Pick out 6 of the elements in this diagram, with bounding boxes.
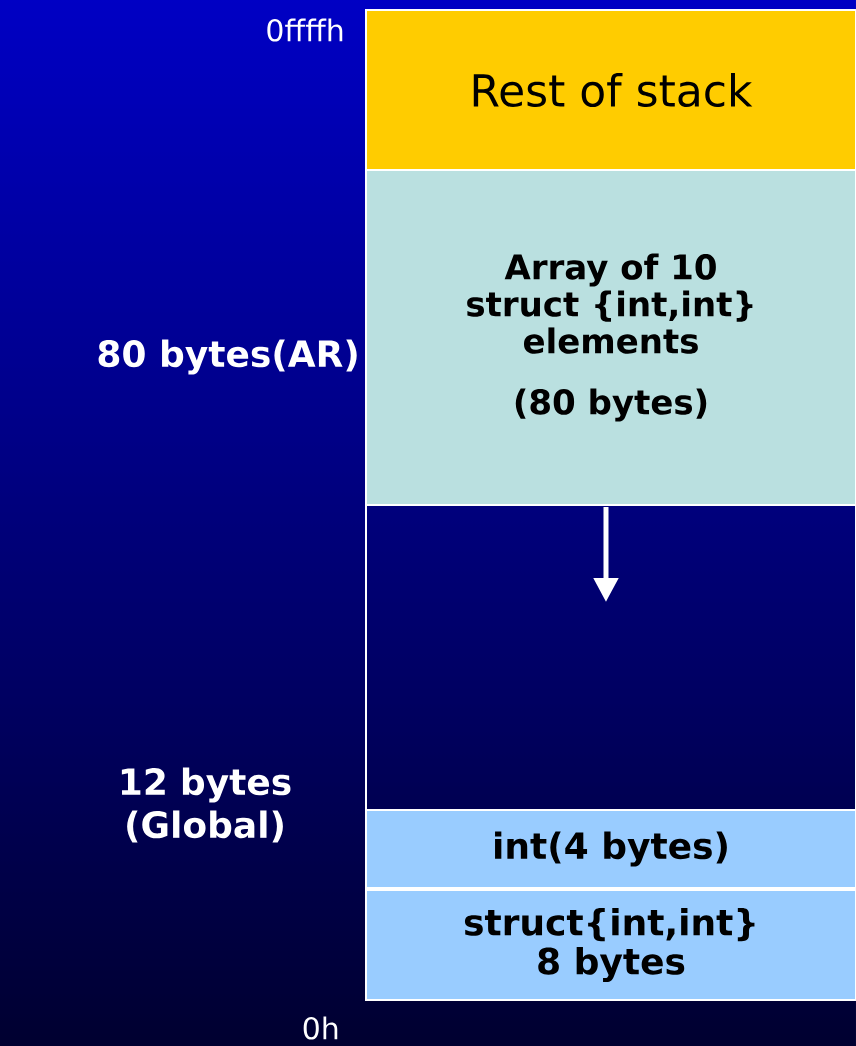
memory-label: 0h bbox=[303, 1016, 338, 1040]
memory-label: 12 bytes (Global) bbox=[121, 767, 291, 843]
struct-region-box: struct{int,int} 8 bytes bbox=[365, 889, 856, 1001]
stack-region-box: Rest of stack bbox=[365, 9, 856, 171]
array-region-box: Array of 10 struct {int,int} elements (80 bytes) bbox=[365, 169, 856, 506]
int-region-box: int(4 bytes) bbox=[365, 809, 856, 889]
